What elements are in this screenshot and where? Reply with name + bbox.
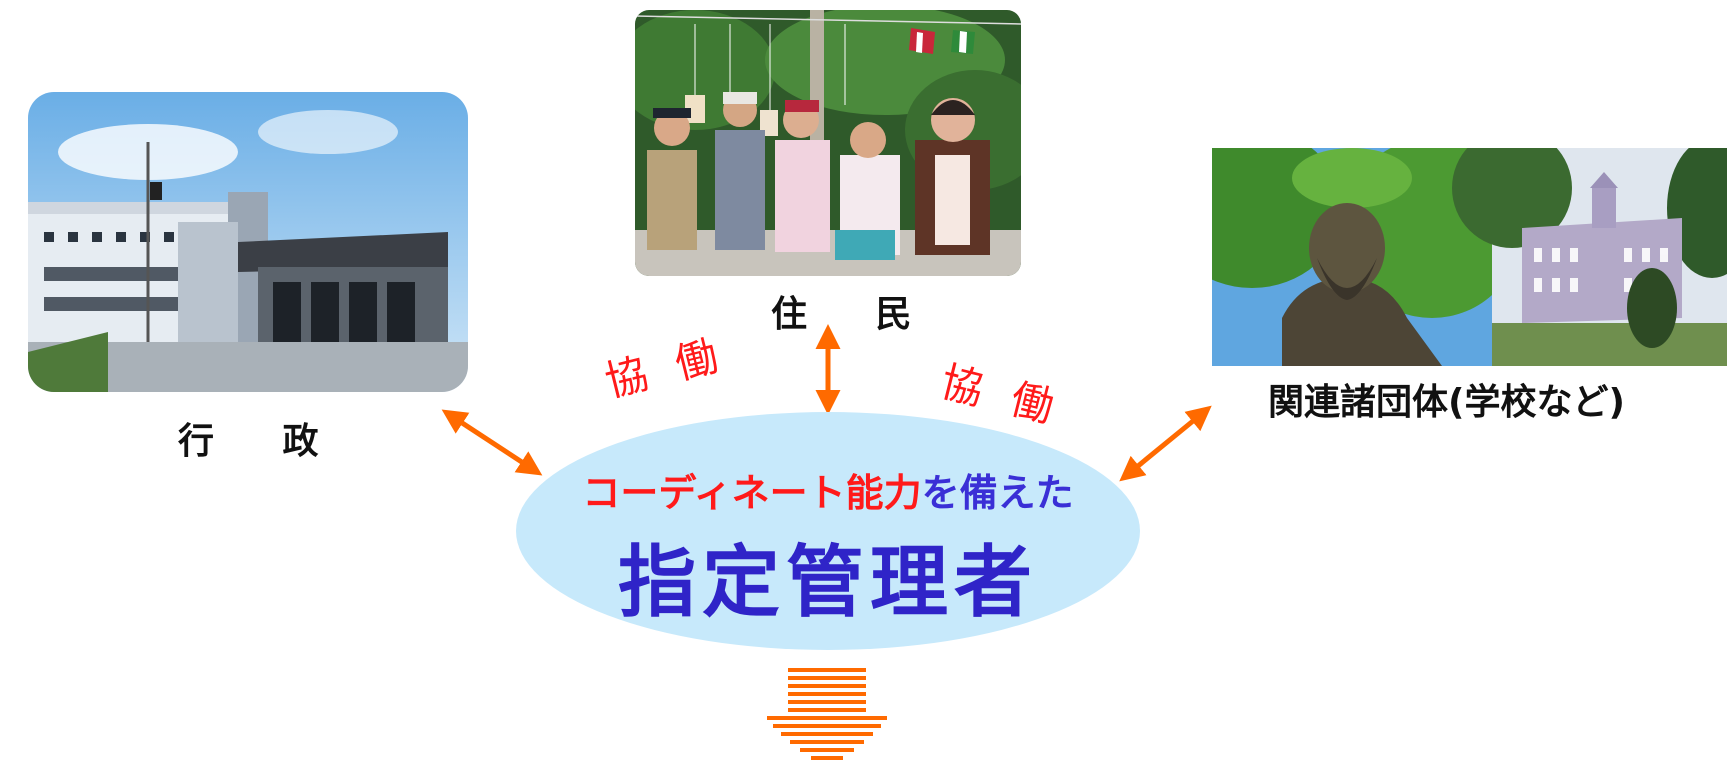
organizations-school-photo	[1212, 148, 1727, 366]
residents-label: 住 民	[771, 294, 940, 335]
coordination-ability-text: コーディネート能力	[582, 471, 922, 515]
designated-manager-oval: コーディネート能力を備えた 指定管理者	[516, 412, 1140, 650]
designated-manager-title: 指定管理者	[617, 538, 1038, 628]
organizations-label: 関連諸団体(学校など)	[1268, 382, 1625, 423]
government-building-photo	[28, 92, 468, 392]
coordinator-subtitle: コーディネート能力を備えた	[516, 462, 1140, 517]
equipped-with-text: を備えた	[921, 471, 1074, 515]
residents-event-photo	[635, 10, 1021, 276]
government-label: 行 政	[178, 421, 347, 462]
govt-manager-arrow	[441, 409, 543, 476]
down-arrow-icon	[767, 668, 887, 760]
orgs-manager-arrow	[1119, 405, 1212, 482]
